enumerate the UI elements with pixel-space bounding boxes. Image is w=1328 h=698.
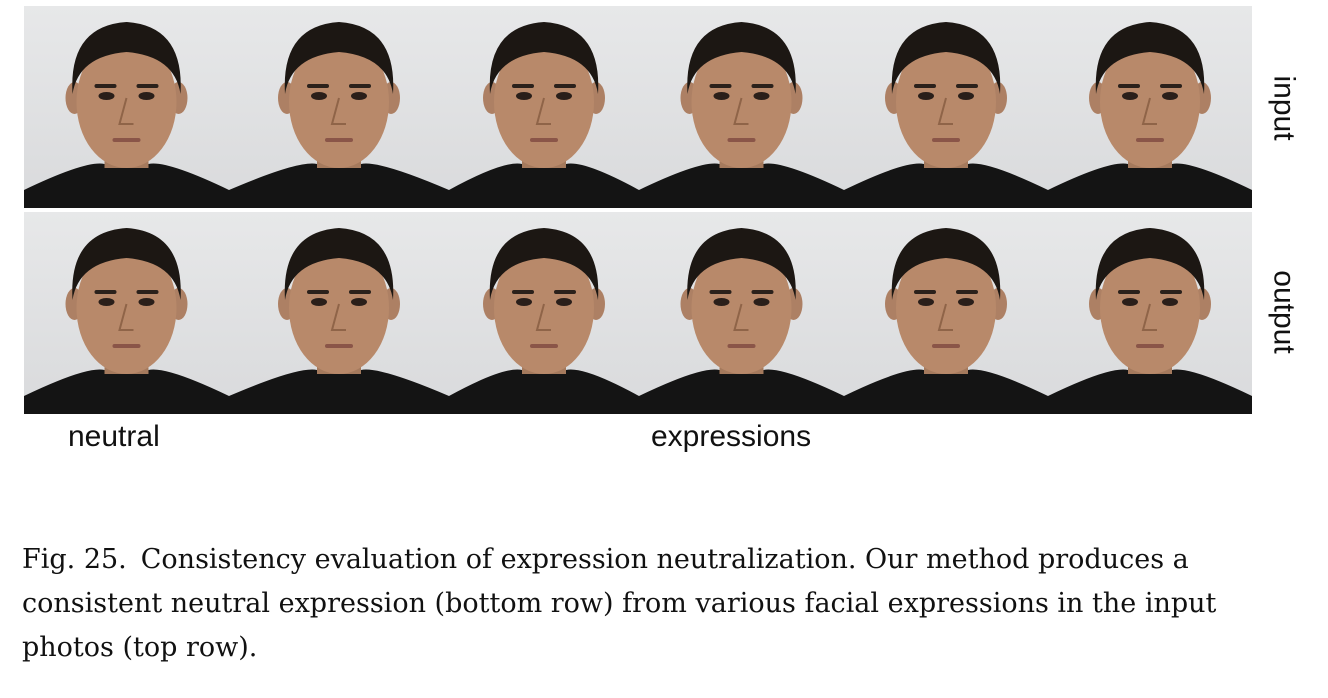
portrait-graphic — [229, 228, 449, 414]
portrait-graphic — [844, 228, 1048, 414]
portrait-graphic — [449, 22, 639, 208]
portrait-graphic — [1048, 22, 1252, 208]
portrait-graphic — [639, 22, 844, 208]
input-photo-disgust — [449, 6, 639, 208]
input-photo-sadness — [1048, 6, 1252, 208]
input-row — [24, 6, 1252, 208]
input-photo-happiness — [844, 6, 1048, 208]
output-row — [24, 212, 1252, 414]
output-photo-2 — [229, 212, 449, 414]
portrait-graphic — [24, 22, 229, 208]
output-photo-4 — [639, 212, 844, 414]
input-photo-fear — [639, 6, 844, 208]
figure-caption: Fig. 25.Consistency evaluation of expres… — [22, 538, 1312, 670]
output-photo-5 — [844, 212, 1048, 414]
input-photo-neutral — [24, 6, 229, 208]
portrait-graphic — [844, 22, 1048, 208]
portrait-graphic — [1048, 228, 1252, 414]
input-photo-anger — [229, 6, 449, 208]
portrait-graphic — [229, 22, 449, 208]
figure-number: Fig. 25. — [22, 544, 127, 575]
caption-text: Consistency evaluation of expression neu… — [22, 544, 1217, 663]
output-photo-6 — [1048, 212, 1252, 414]
column-label-expressions: expressions — [651, 420, 812, 453]
portrait-graphic — [449, 228, 639, 414]
column-label-neutral: neutral — [68, 420, 160, 453]
portrait-graphic — [639, 228, 844, 414]
portrait-graphic — [24, 228, 229, 414]
output-photo-1 — [24, 212, 229, 414]
photo-grid — [24, 6, 1252, 414]
output-photo-3 — [449, 212, 639, 414]
row-label-input: input — [1268, 75, 1301, 141]
row-label-output: output — [1268, 270, 1302, 354]
